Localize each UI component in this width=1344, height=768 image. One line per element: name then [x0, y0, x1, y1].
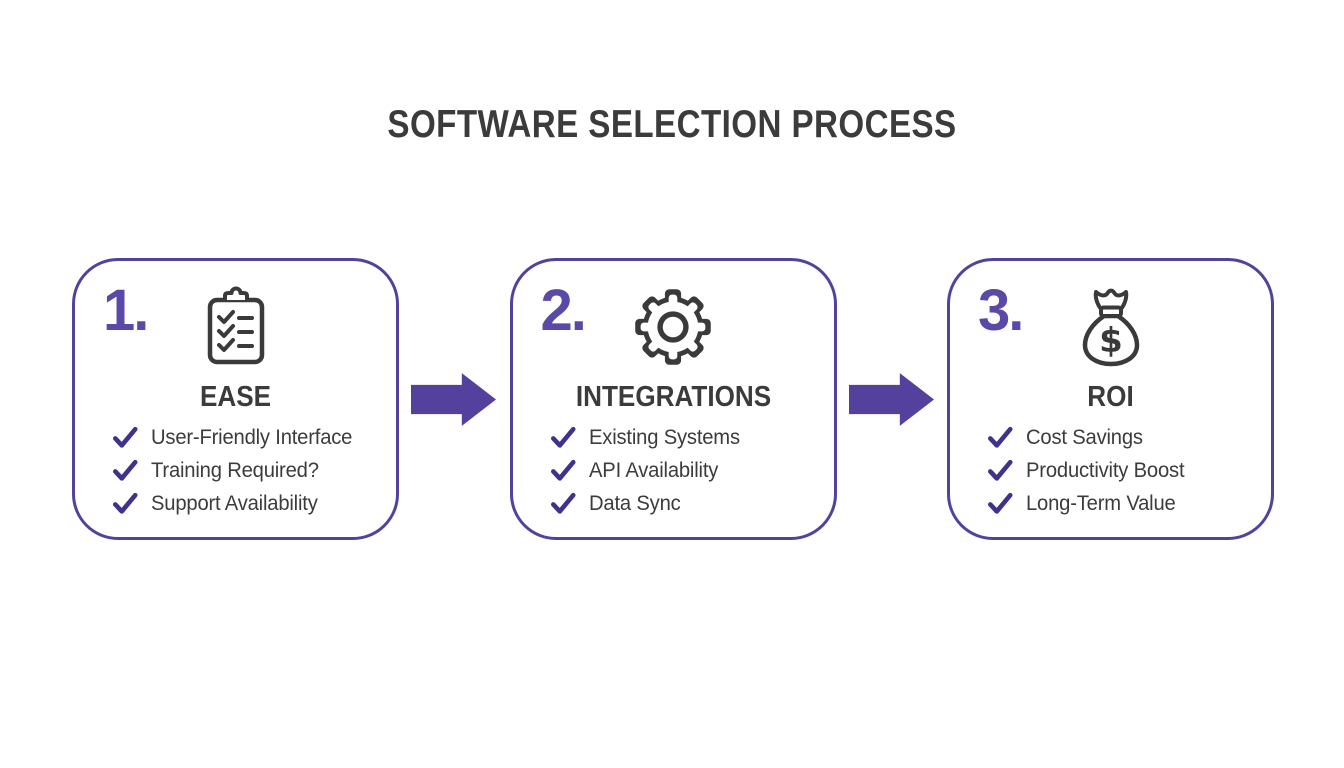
- check-icon: [550, 459, 576, 482]
- step-title: ROI: [1087, 381, 1134, 413]
- step-title: EASE: [199, 381, 272, 413]
- clipboard-checklist-icon: [75, 283, 396, 371]
- step-card-ease: 1. EASE User-: [72, 258, 399, 540]
- check-icon: [988, 426, 1013, 449]
- check-icon: [113, 426, 138, 449]
- checklist-item-label: Cost Savings: [1026, 425, 1143, 449]
- check-icon: [550, 492, 576, 515]
- check-icon: [113, 492, 138, 515]
- arrow-right-icon: [837, 372, 948, 427]
- checklist: Cost Savings Productivity Boost Long-Ter…: [950, 421, 1271, 520]
- gear-icon: [513, 283, 834, 371]
- check-icon: [113, 459, 138, 482]
- checklist-item-label: Existing Systems: [588, 425, 740, 449]
- step-card-roi: 3. $ ROI Cost Savings: [947, 258, 1274, 540]
- money-bag-icon: $: [950, 283, 1271, 371]
- step-number: 1.: [103, 278, 149, 343]
- checklist-item-label: User-Friendly Interface: [151, 425, 353, 449]
- checklist-item-label: Training Required?: [151, 458, 319, 482]
- checklist-item-label: Productivity Boost: [1026, 458, 1185, 482]
- checklist-item: Productivity Boost: [988, 454, 1271, 487]
- step-number: 2.: [540, 278, 587, 343]
- checklist-item: Training Required?: [113, 454, 396, 487]
- check-icon: [988, 459, 1013, 482]
- checklist: User-Friendly Interface Training Require…: [75, 421, 396, 520]
- checklist-item-label: API Availability: [588, 458, 718, 482]
- checklist-item: Support Availability: [113, 487, 396, 520]
- check-icon: [988, 492, 1013, 515]
- checklist-item: Data Sync: [550, 487, 834, 520]
- checklist-item-label: Long-Term Value: [1026, 491, 1176, 515]
- step-title: INTEGRATIONS: [575, 381, 771, 413]
- process-flow: 1. EASE User-: [72, 258, 1274, 540]
- page-title: SOFTWARE SELECTION PROCESS: [387, 103, 957, 146]
- arrow-right-icon: [399, 372, 510, 427]
- checklist-item: Cost Savings: [988, 421, 1271, 454]
- checklist-item: Existing Systems: [550, 421, 834, 454]
- checklist-item: Long-Term Value: [988, 487, 1271, 520]
- svg-text:$: $: [1099, 321, 1123, 361]
- checklist-item-label: Support Availability: [151, 491, 318, 515]
- checklist-item: User-Friendly Interface: [113, 421, 396, 454]
- checklist-item-label: Data Sync: [588, 491, 681, 515]
- check-icon: [550, 426, 576, 449]
- checklist-item: API Availability: [550, 454, 834, 487]
- step-number: 3.: [978, 278, 1024, 343]
- step-card-integrations: 2.: [509, 258, 837, 540]
- checklist: Existing Systems API Availability Data S…: [513, 421, 834, 520]
